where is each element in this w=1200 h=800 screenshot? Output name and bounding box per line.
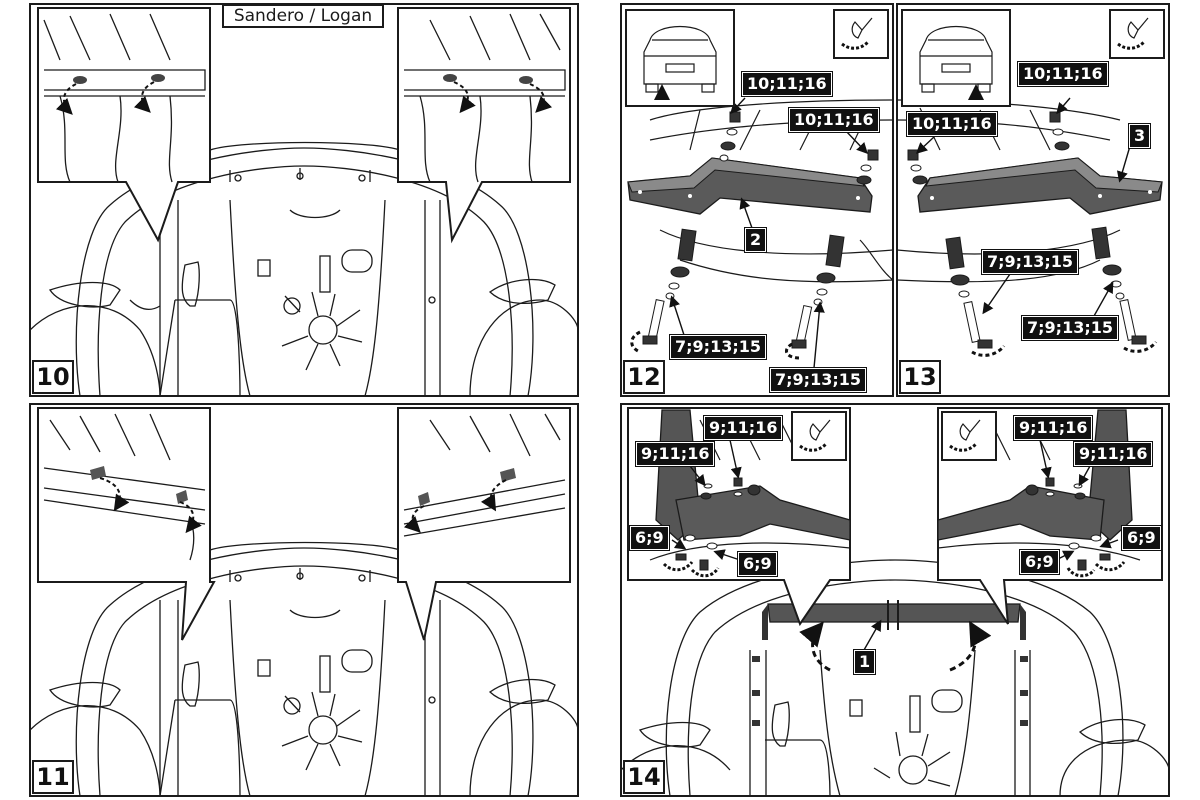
detail-callout-left-11 <box>37 407 216 641</box>
model-title: Sandero / Logan <box>222 4 384 28</box>
car-rear-icon-13 <box>901 9 1011 107</box>
label-hardware-left-side-14: 9;11;16 <box>634 441 716 467</box>
car-underbody-drawing <box>30 141 578 396</box>
label-hardware-left-bolt-14: 6;9 <box>629 525 670 551</box>
hardware-stack-bottom-left-13 <box>945 236 993 349</box>
step-number-12: 12 <box>623 360 665 394</box>
label-hardware-right-bolt2-14: 6;9 <box>1019 549 1060 575</box>
label-hardware-right-bolt-14: 6;9 <box>1121 525 1162 551</box>
hardware-stack-top-left-13 <box>907 149 928 185</box>
label-part-2: 2 <box>743 227 768 253</box>
tool-hand-icon <box>833 9 889 59</box>
step-number-14: 14 <box>623 760 665 794</box>
label-hardware-left-top-14: 9;11;16 <box>702 415 784 441</box>
detail-callout-left <box>37 7 211 243</box>
label-hardware-bottom-right-13: 7;9;13;15 <box>1021 315 1119 341</box>
panel-step-12 <box>620 3 894 397</box>
panel-step-10 <box>29 3 579 397</box>
label-hardware-top-right-12: 10;11;16 <box>788 107 880 133</box>
detail-callout-right-11 <box>397 407 571 641</box>
label-hardware-right-side-14: 9;11;16 <box>1072 441 1154 467</box>
label-hardware-right-top-14: 9;11;16 <box>1012 415 1094 441</box>
car-underbody-drawing-11 <box>30 541 578 796</box>
hardware-stack-bottom-right-13 <box>1091 226 1147 345</box>
label-hardware-top-right-13: 10;11;16 <box>1017 61 1109 87</box>
label-hardware-bottom-right-12: 7;9;13;15 <box>769 367 867 393</box>
label-hardware-top-left-13: 10;11;16 <box>906 111 998 137</box>
label-part-3: 3 <box>1127 123 1152 149</box>
hardware-stack-bottom-right <box>791 234 845 349</box>
hardware-stack-top-right-13 <box>1049 111 1070 151</box>
tool-hand-icon-14-left <box>791 411 847 461</box>
step-number-13: 13 <box>899 360 941 394</box>
label-part-1: 1 <box>852 649 877 675</box>
panel-step-11 <box>29 403 579 797</box>
label-hardware-left-bolt2-14: 6;9 <box>737 551 778 577</box>
car-rear-icon <box>625 9 735 107</box>
tool-hand-icon-14-right <box>941 411 997 461</box>
hardware-stack-top-right <box>856 149 879 185</box>
step-number-11: 11 <box>32 760 74 794</box>
detail-callout-right <box>397 7 571 244</box>
label-hardware-bottom-left-12: 7;9;13;15 <box>669 334 767 360</box>
tool-hand-icon-13 <box>1109 9 1165 59</box>
hardware-stack-top-left <box>719 111 741 162</box>
crossbar-part-1 <box>767 603 1021 623</box>
step-number-10: 10 <box>32 360 74 394</box>
label-hardware-top-left-12: 10;11;16 <box>741 71 833 97</box>
label-hardware-bottom-left-13: 7;9;13;15 <box>981 249 1079 275</box>
